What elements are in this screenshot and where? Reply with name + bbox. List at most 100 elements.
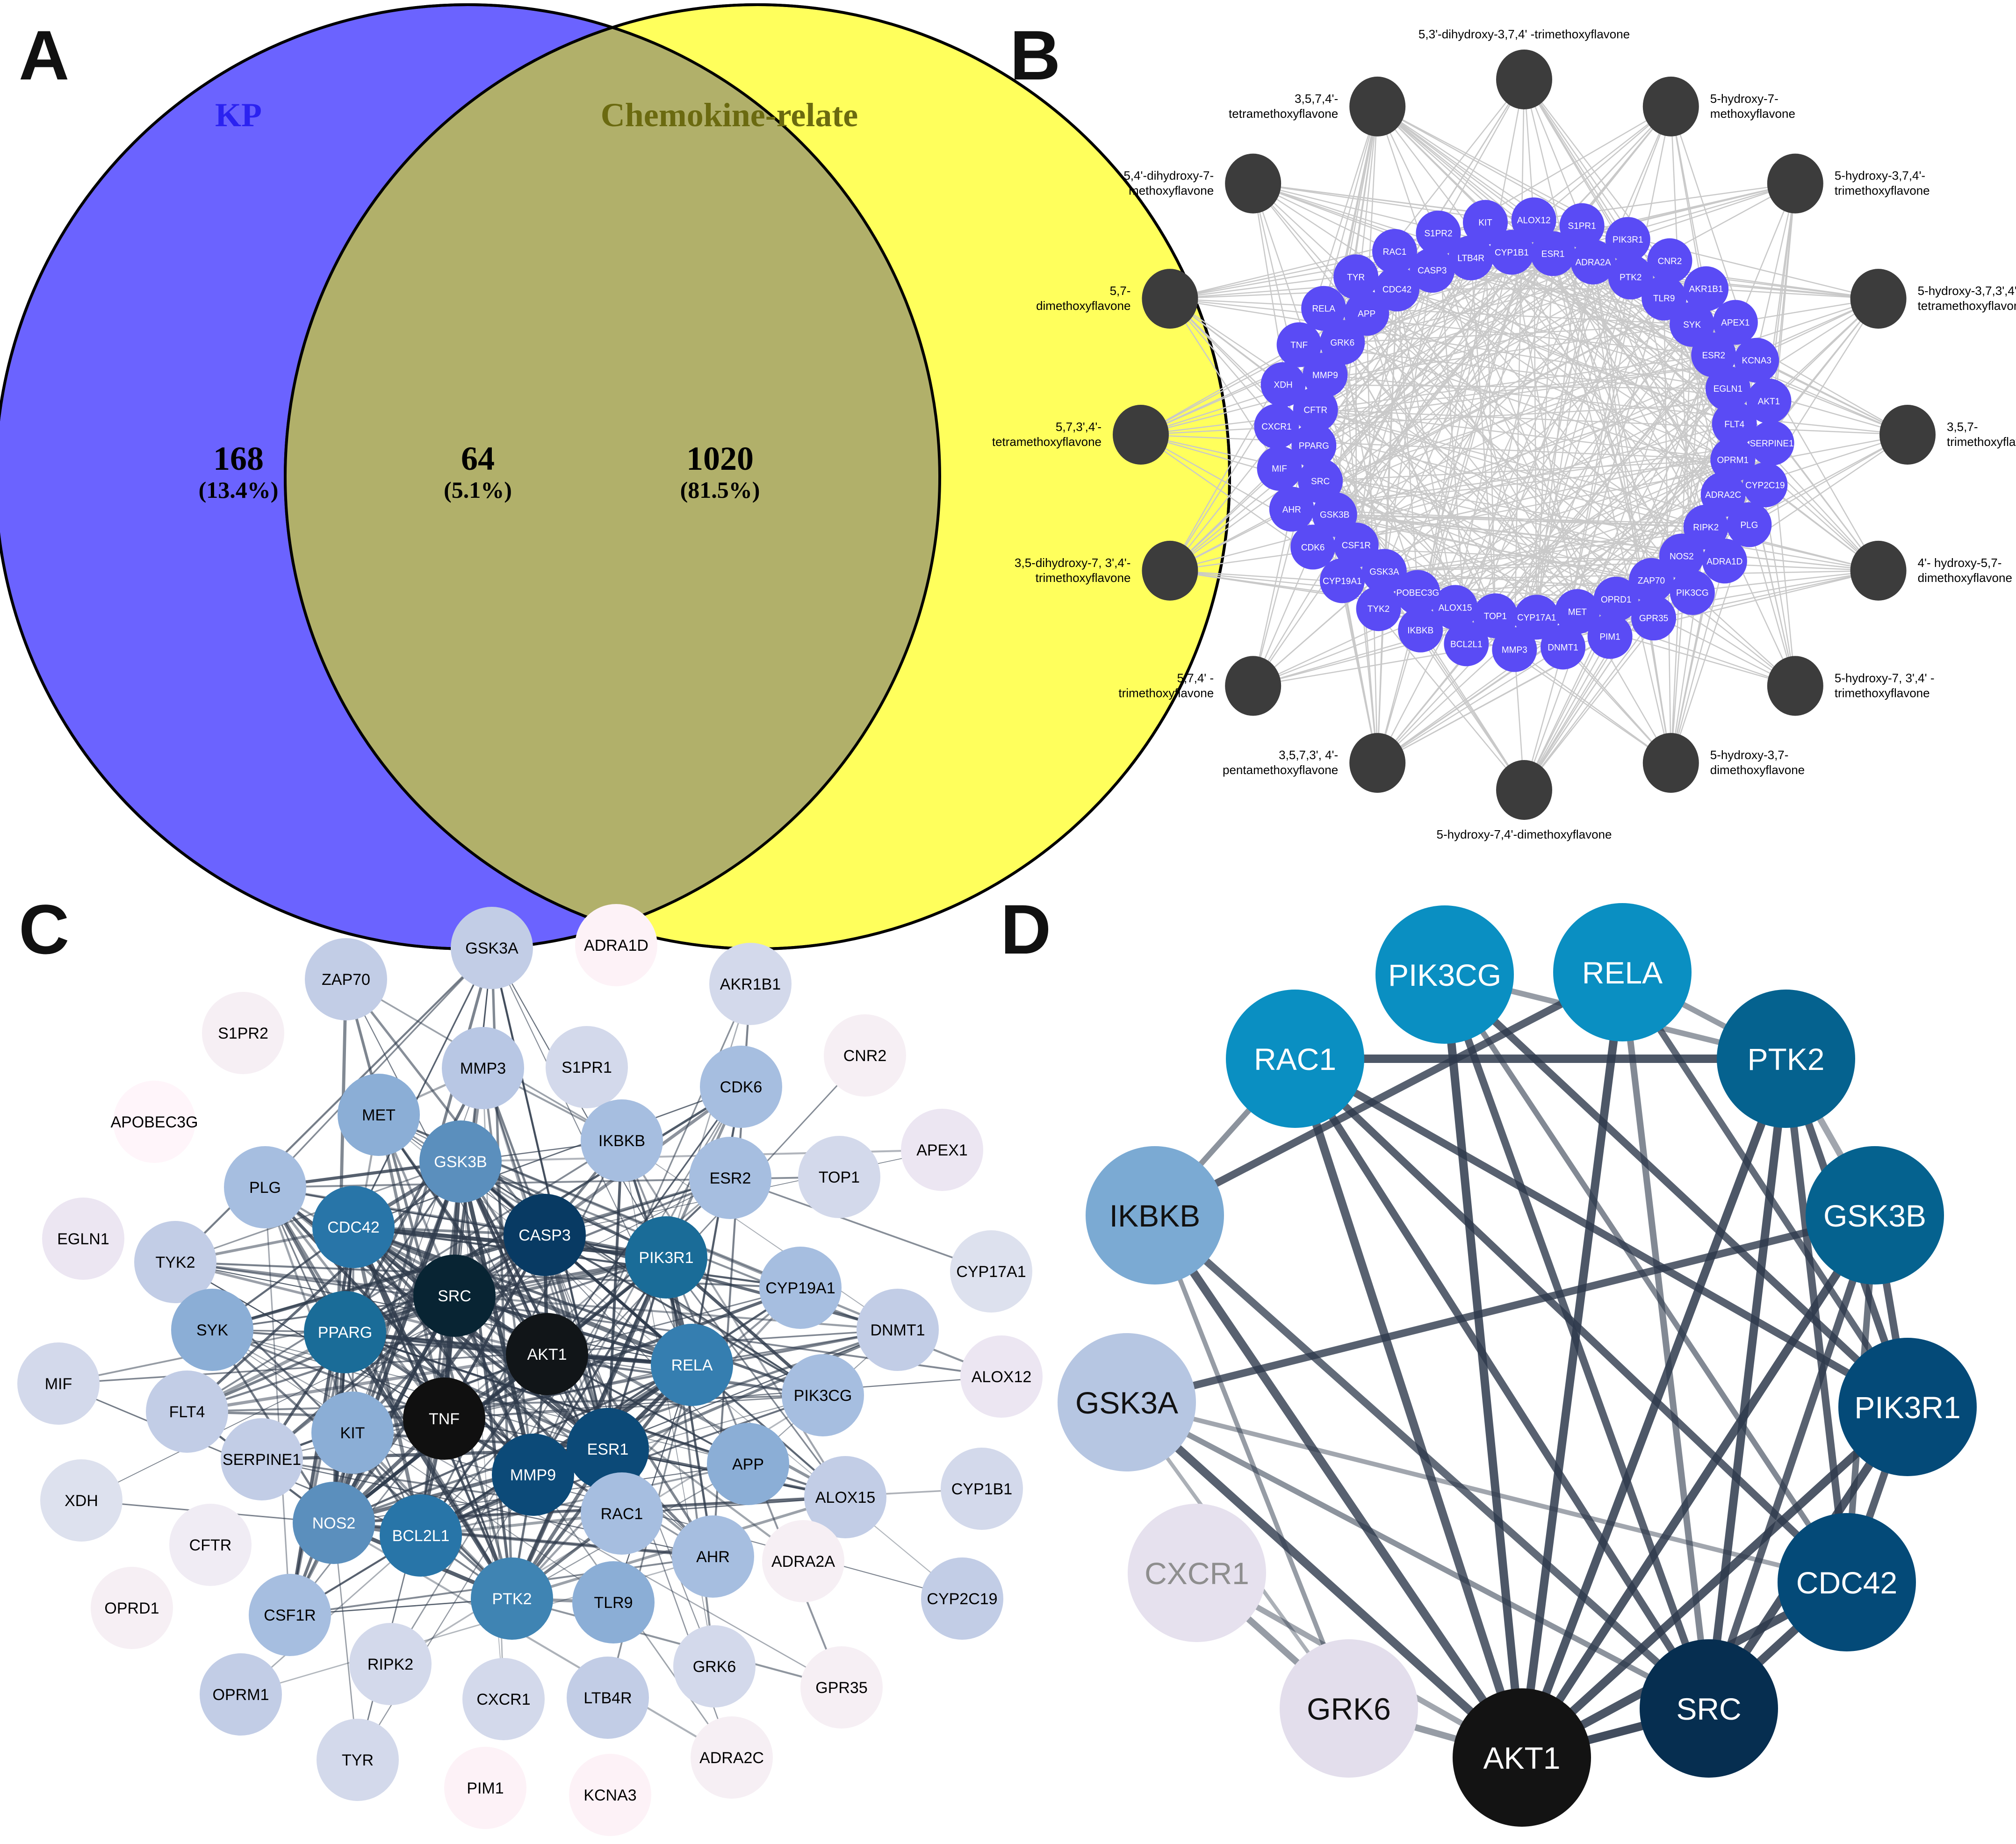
b-target-node-cdk6[interactable]: CDK6 bbox=[1290, 524, 1336, 570]
c-node-ripk2[interactable]: RIPK2 bbox=[349, 1623, 432, 1705]
c-node-pik3cg[interactable]: PIK3CG bbox=[782, 1354, 864, 1436]
d-node-gsk3a[interactable]: GSK3A bbox=[1058, 1333, 1196, 1471]
c-node-ptk2[interactable]: PTK2 bbox=[471, 1557, 553, 1640]
c-node-cxcr1[interactable]: CXCR1 bbox=[462, 1658, 545, 1740]
b-target-node-apex1[interactable]: APEX1 bbox=[1713, 300, 1758, 345]
b-target-node-gsk3a[interactable]: GSK3A bbox=[1361, 549, 1407, 594]
b-target-node-cftr[interactable]: CFTR bbox=[1293, 387, 1338, 432]
d-node-cxcr1[interactable]: CXCR1 bbox=[1128, 1504, 1266, 1642]
c-node-serpine1[interactable]: SERPINE1 bbox=[221, 1418, 303, 1500]
c-node-apex1[interactable]: APEX1 bbox=[901, 1109, 983, 1191]
d-node-ikbkb[interactable]: IKBKB bbox=[1086, 1146, 1224, 1284]
b-compound-node-5[interactable]: 3,5,7-trimethoxyflavone bbox=[1879, 405, 2016, 465]
d-node-rac1[interactable]: RAC1 bbox=[1226, 990, 1364, 1128]
c-node-adra2a[interactable]: ADRA2A bbox=[762, 1520, 844, 1602]
c-node-mmp9[interactable]: MMP9 bbox=[492, 1434, 574, 1516]
b-compound-node-11[interactable]: 5,7,4' -trimethoxyflavone bbox=[1118, 656, 1282, 716]
c-node-apobec3g[interactable]: APOBEC3G bbox=[110, 1081, 198, 1163]
b-target-node-s1pr1[interactable]: S1PR1 bbox=[1559, 203, 1605, 248]
b-target-node-ahr[interactable]: AHR bbox=[1269, 487, 1314, 532]
b-target-node-tyr[interactable]: TYR bbox=[1333, 254, 1379, 300]
c-node-mmp3[interactable]: MMP3 bbox=[442, 1027, 524, 1109]
c-node-gpr35[interactable]: GPR35 bbox=[800, 1646, 883, 1729]
d-node-ptk2[interactable]: PTK2 bbox=[1717, 990, 1855, 1128]
c-node-src[interactable]: SRC bbox=[413, 1255, 496, 1337]
b-target-node-casp3[interactable]: CASP3 bbox=[1410, 248, 1455, 293]
b-compound-node-4[interactable]: 5-hydroxy-3,7,3',4'-tetramethoxyflavone bbox=[1850, 269, 2016, 329]
b-target-node-ikbkb[interactable]: IKBKB bbox=[1398, 607, 1443, 653]
b-compound-node-1[interactable]: 5,3'-dihydroxy-3,7,4' -trimethoxyflavone bbox=[1418, 27, 1630, 109]
c-node-app[interactable]: APP bbox=[707, 1423, 789, 1505]
b-compound-node-10[interactable]: 3,5,7,3', 4'-pentamethoxyflavone bbox=[1223, 733, 1406, 793]
b-compound-node-15[interactable]: 5,4'-dihydroxy-7-methoxyflavone bbox=[1123, 153, 1282, 214]
c-node-cftr[interactable]: CFTR bbox=[169, 1504, 252, 1586]
c-node-alox12[interactable]: ALOX12 bbox=[960, 1335, 1043, 1418]
b-target-node-met[interactable]: MET bbox=[1555, 589, 1600, 634]
c-node-ikbkb[interactable]: IKBKB bbox=[581, 1099, 663, 1182]
b-target-node-gpr35[interactable]: GPR35 bbox=[1631, 596, 1677, 641]
b-compound-node-14[interactable]: 5,7-dimethoxyflavone bbox=[1036, 269, 1198, 329]
b-target-node-cnr2[interactable]: CNR2 bbox=[1647, 238, 1692, 283]
b-target-node-zap70[interactable]: ZAP70 bbox=[1628, 558, 1674, 603]
c-node-gsk3a[interactable]: GSK3A bbox=[451, 907, 533, 989]
c-node-tnf[interactable]: TNF bbox=[403, 1378, 485, 1460]
b-target-node-oprd1[interactable]: OPRD1 bbox=[1593, 576, 1639, 622]
d-node-rela[interactable]: RELA bbox=[1553, 903, 1692, 1041]
b-target-node-cxcr1[interactable]: CXCR1 bbox=[1254, 404, 1299, 449]
c-node-cdc42[interactable]: CDC42 bbox=[312, 1186, 395, 1268]
c-node-top1[interactable]: TOP1 bbox=[798, 1136, 880, 1218]
b-target-node-pik3r1[interactable]: PIK3R1 bbox=[1605, 217, 1650, 262]
b-target-node-alox15[interactable]: ALOX15 bbox=[1433, 585, 1478, 630]
c-node-grk6[interactable]: GRK6 bbox=[673, 1625, 756, 1708]
b-target-node-esr2[interactable]: ESR2 bbox=[1691, 332, 1736, 378]
b-target-node-adra1d[interactable]: ADRA1D bbox=[1702, 538, 1747, 584]
c-node-rela[interactable]: RELA bbox=[651, 1324, 733, 1406]
c-node-mif[interactable]: MIF bbox=[17, 1342, 100, 1425]
c-node-csf1r[interactable]: CSF1R bbox=[249, 1574, 331, 1656]
c-node-adra1d[interactable]: ADRA1D bbox=[575, 904, 657, 986]
c-node-xdh[interactable]: XDH bbox=[40, 1459, 122, 1542]
b-target-node-rela[interactable]: RELA bbox=[1301, 286, 1346, 331]
b-target-node-oprm1[interactable]: OPRM1 bbox=[1710, 437, 1756, 482]
b-target-node-cyp1b1[interactable]: CYP1B1 bbox=[1489, 230, 1534, 275]
b-target-node-xdh[interactable]: XDH bbox=[1260, 362, 1306, 407]
b-target-node-app[interactable]: APP bbox=[1344, 291, 1390, 336]
d-node-cdc42[interactable]: CDC42 bbox=[1778, 1513, 1916, 1651]
c-node-akt1[interactable]: AKT1 bbox=[506, 1313, 588, 1395]
c-node-dnmt1[interactable]: DNMT1 bbox=[857, 1289, 939, 1371]
b-target-node-mmp3[interactable]: MMP3 bbox=[1492, 627, 1537, 672]
b-target-node-adra2a[interactable]: ADRA2A bbox=[1570, 239, 1616, 285]
c-node-met[interactable]: MET bbox=[338, 1074, 420, 1156]
c-node-s1pr2[interactable]: S1PR2 bbox=[202, 992, 284, 1074]
c-node-ahr[interactable]: AHR bbox=[672, 1515, 754, 1598]
b-compound-node-12[interactable]: 3,5-dihydroxy-7, 3',4'-trimethoxyflavone bbox=[1015, 540, 1198, 601]
c-node-cyp17a1[interactable]: CYP17A1 bbox=[950, 1230, 1032, 1313]
d-node-pik3cg[interactable]: PIK3CG bbox=[1375, 905, 1514, 1044]
b-target-node-kit[interactable]: KIT bbox=[1462, 200, 1508, 245]
b-target-node-plg[interactable]: PLG bbox=[1727, 502, 1772, 547]
b-compound-node-13[interactable]: 5,7,3',4'-tetramethoxyflavone bbox=[992, 405, 1169, 465]
b-target-node-alox12[interactable]: ALOX12 bbox=[1511, 197, 1556, 243]
b-target-node-tyk2[interactable]: TYK2 bbox=[1356, 586, 1401, 631]
b-target-node-rac1[interactable]: RAC1 bbox=[1372, 229, 1417, 274]
c-node-kcna3[interactable]: KCNA3 bbox=[569, 1754, 651, 1836]
c-node-rac1[interactable]: RAC1 bbox=[581, 1472, 663, 1555]
b-compound-node-2[interactable]: 5-hydroxy-7-methoxyflavone bbox=[1642, 76, 1795, 136]
b-target-node-tlr9[interactable]: TLR9 bbox=[1642, 275, 1687, 321]
b-target-node-cyp17a1[interactable]: CYP17A1 bbox=[1514, 595, 1559, 640]
d-node-gsk3b[interactable]: GSK3B bbox=[1806, 1146, 1944, 1284]
d-node-pik3r1[interactable]: PIK3R1 bbox=[1838, 1338, 1977, 1476]
c-node-akr1b1[interactable]: AKR1B1 bbox=[709, 943, 792, 1025]
b-compound-node-9[interactable]: 5-hydroxy-7,4'-dimethoxyflavone bbox=[1437, 760, 1612, 841]
c-node-esr1[interactable]: ESR1 bbox=[567, 1408, 649, 1490]
b-target-node-egln1[interactable]: EGLN1 bbox=[1705, 366, 1750, 411]
b-target-node-mif[interactable]: MIF bbox=[1257, 446, 1302, 491]
b-target-node-serpine1[interactable]: SERPINE1 bbox=[1749, 420, 1794, 466]
b-target-node-kcna3[interactable]: KCNA3 bbox=[1734, 337, 1779, 383]
c-node-syk[interactable]: SYK bbox=[171, 1289, 253, 1371]
b-target-node-bcl2l1[interactable]: BCL2L1 bbox=[1444, 621, 1489, 667]
b-target-node-cyp2c19[interactable]: CYP2C19 bbox=[1742, 462, 1788, 508]
c-node-s1pr1[interactable]: S1PR1 bbox=[546, 1026, 628, 1108]
c-node-pparg[interactable]: PPARG bbox=[304, 1291, 386, 1373]
b-target-node-cdc42[interactable]: CDC42 bbox=[1375, 266, 1420, 312]
